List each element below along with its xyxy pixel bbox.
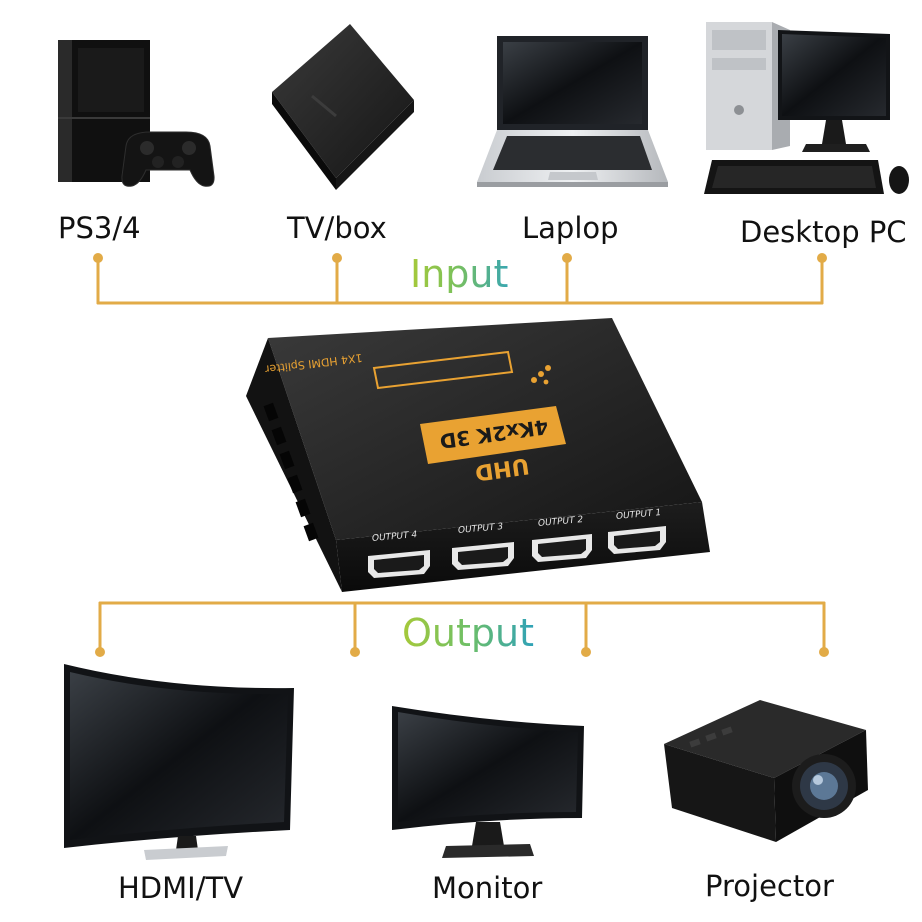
input-label-tvbox: TV/box xyxy=(287,211,387,245)
output-label-hdmi-tv: HDMI/TV xyxy=(118,871,244,905)
output-heading: Output xyxy=(402,611,534,655)
input-label-laptop: Laplop xyxy=(522,211,619,245)
desktop-pc-icon xyxy=(704,22,909,194)
input-connector-dots xyxy=(93,253,827,263)
laptop-icon xyxy=(477,36,668,187)
output-label-projector: Projector xyxy=(705,869,834,903)
output-connector-lines xyxy=(98,601,826,654)
game-console-icon xyxy=(58,40,215,187)
input-label-desktop: Desktop PC xyxy=(740,215,907,249)
hdmi-splitter-device xyxy=(246,318,710,592)
output-connector-dots xyxy=(95,647,829,657)
monitor-icon xyxy=(392,706,584,858)
hdmi-ports xyxy=(368,526,666,578)
curved-tv-icon xyxy=(64,664,294,860)
projector-icon xyxy=(664,700,868,842)
product-name-frame xyxy=(372,350,514,390)
output-label-monitor: Monitor xyxy=(432,871,543,905)
input-label-ps: PS3/4 xyxy=(58,211,141,245)
input-connector-lines xyxy=(96,256,824,305)
input-heading: Input xyxy=(410,252,509,296)
tv-box-icon xyxy=(272,24,414,190)
product-dots xyxy=(531,365,551,385)
splitter-front-face xyxy=(336,502,710,592)
resolution-badge-shape xyxy=(420,406,566,464)
